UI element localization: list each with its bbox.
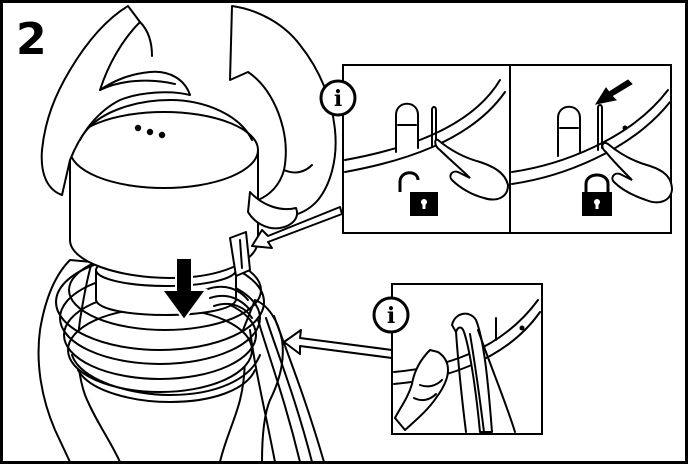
inset-lock-detail: i bbox=[321, 65, 672, 233]
info-icon: i bbox=[321, 81, 355, 115]
cap-hole bbox=[160, 133, 164, 137]
info-icon: i bbox=[374, 298, 408, 332]
rim-dot bbox=[624, 127, 627, 130]
rim-dot bbox=[521, 327, 524, 330]
upper-hand-finger bbox=[140, 22, 152, 56]
svg-text:i: i bbox=[387, 303, 395, 329]
step-number: 2 bbox=[16, 14, 47, 65]
cap-top bbox=[70, 112, 258, 188]
cap-hole bbox=[136, 126, 140, 130]
pointer-arrow-lower bbox=[284, 330, 392, 358]
latch-slot bbox=[558, 107, 580, 156]
latch-slot bbox=[396, 104, 418, 152]
inset-cable-routing: i bbox=[374, 284, 542, 434]
svg-text:i: i bbox=[334, 86, 342, 112]
cap-hole bbox=[148, 130, 152, 134]
